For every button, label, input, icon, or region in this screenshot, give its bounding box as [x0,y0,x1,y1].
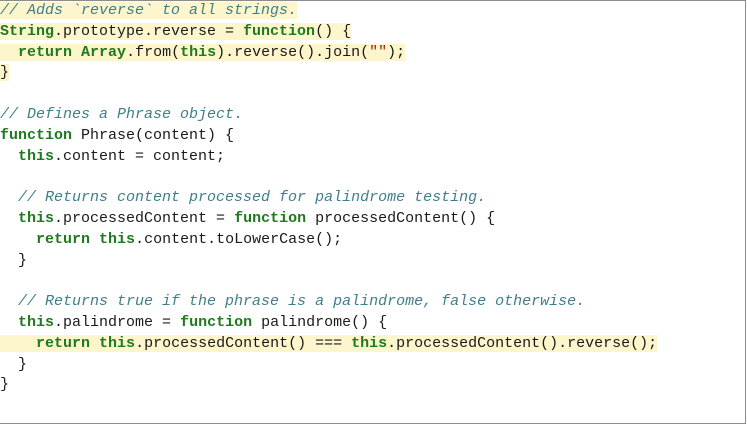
code-line: return this.content.toLowerCase(); [0,230,657,251]
code-text [0,44,18,61]
code-keyword: this [99,230,136,248]
highlighted-code-span: // Adds `reverse` to all strings. [0,2,298,19]
code-span: function Phrase(content) { [0,127,234,144]
code-keyword: return [36,230,91,248]
code-span: this.palindrome = function palindrome() … [0,314,387,331]
code-text [0,189,18,206]
code-text: .from( [126,43,181,61]
code-text: } [0,251,28,269]
code-line: this.content = content; [0,147,657,168]
code-line: String.prototype.reverse = function() { [0,22,657,43]
code-comment: // Adds `reverse` to all strings. [0,2,298,19]
code-span: // Returns content processed for palindr… [0,189,486,206]
code-line: this.processedContent = function process… [0,209,657,230]
code-text [90,335,99,352]
code-text: .prototype.reverse = [54,22,244,40]
highlighted-code-span: String.prototype.reverse = function() { [0,22,352,40]
code-text [0,210,18,227]
code-span: // Defines a Phrase object. [0,106,243,123]
code-span: this.content = content; [0,148,225,165]
code-line: // Defines a Phrase object. [0,105,657,126]
code-line: // Returns true if the phrase is a palin… [0,292,657,313]
code-keyword: this [18,313,55,331]
code-line: this.palindrome = function palindrome() … [0,313,657,334]
code-span: } [0,252,27,269]
code-span: return this.content.toLowerCase(); [0,231,342,248]
code-line [0,271,657,292]
code-text: .content.toLowerCase(); [135,230,343,248]
code-text: Phrase(content) { [72,126,235,144]
code-line [0,84,657,105]
highlighted-code-span: } [0,64,10,82]
code-line: // Returns content processed for palindr… [0,188,657,209]
code-keyword: return [36,334,91,352]
code-line: } [0,251,657,272]
highlighted-code-span: return Array.from(this).reverse().join("… [0,43,406,61]
code-text: () { [315,22,352,40]
code-string: "" [369,43,388,61]
code-line: function Phrase(content) { [0,126,657,147]
code-text [72,44,81,61]
code-keyword: Array [81,43,127,61]
code-text: .processedContent = [54,209,235,227]
code-line [0,167,657,188]
code-span: // Returns true if the phrase is a palin… [0,293,585,310]
code-text: } [0,355,28,373]
code-line: } [0,375,657,396]
code-text [0,293,18,310]
code-keyword: function [0,126,73,144]
code-keyword: this [180,43,217,61]
code-span: this.processedContent = function process… [0,210,495,227]
code-text [0,335,36,352]
code-text: .processedContent() === [135,334,352,352]
code-span: } [0,376,9,393]
code-text [0,314,18,331]
code-keyword: this [351,334,388,352]
code-keyword: function [180,313,253,331]
code-span: } [0,356,27,373]
code-text: } [0,64,10,82]
code-keyword: function [234,209,307,227]
code-keyword: this [18,209,55,227]
code-text: ); [387,43,406,61]
code-text: } [0,376,10,394]
code-text [0,231,36,248]
code-block: // Adds `reverse` to all strings. String.… [0,1,658,396]
code-comment: // Returns content processed for palindr… [18,189,487,207]
code-keyword: this [18,147,55,165]
code-text: .content = content; [54,147,226,165]
code-text: .processedContent().reverse(); [387,334,658,352]
code-keyword: String [0,22,55,40]
code-text [0,148,18,165]
code-line: } [0,63,657,84]
code-line: } [0,355,657,376]
code-line: return this.processedContent() === this.… [0,334,658,355]
highlighted-code-span: return this.processedContent() === this.… [0,334,658,352]
code-line: // Adds `reverse` to all strings. [0,1,657,22]
code-text: palindrome() { [252,313,388,331]
code-text: ).reverse().join( [216,43,370,61]
code-comment: // Defines a Phrase object. [0,105,244,123]
code-keyword: this [99,334,136,352]
code-keyword: return [18,43,73,61]
code-text: processedContent() { [306,209,496,227]
code-comment: // Returns true if the phrase is a palin… [18,293,586,311]
code-keyword: function [243,22,316,40]
code-line: return Array.from(this).reverse().join("… [0,43,657,64]
code-text: .palindrome = [54,313,181,331]
code-text [90,231,99,248]
